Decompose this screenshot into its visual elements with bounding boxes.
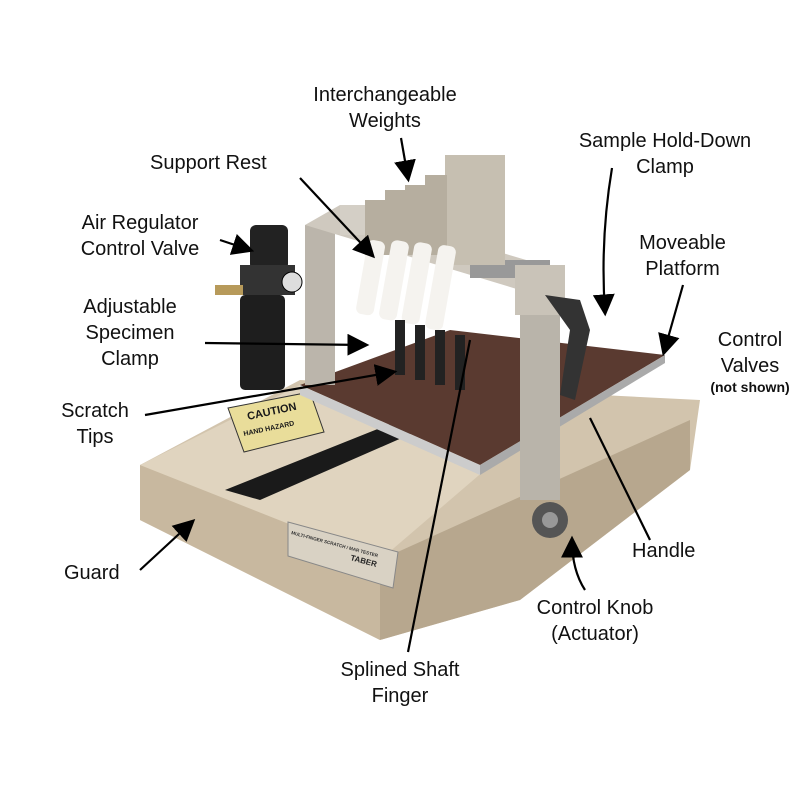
label-hold-down-clamp: Sample Hold-Down Clamp bbox=[565, 128, 765, 180]
support-rests-shape bbox=[356, 240, 465, 390]
label-scratch-tips: Scratch Tips bbox=[45, 398, 145, 450]
label-line: Finger bbox=[371, 685, 429, 707]
caution-label: CAUTION HAND HAZARD bbox=[227, 391, 325, 453]
label-control-knob: Control Knob (Actuator) bbox=[515, 595, 675, 647]
label-support-rest: Support Rest bbox=[150, 152, 267, 174]
label-specimen-clamp: Adjustable Specimen Clamp bbox=[65, 294, 195, 372]
label-line: Splined Shaft bbox=[340, 659, 460, 681]
label-splined-shaft: Splined Shaft Finger bbox=[320, 657, 480, 709]
label-guard: Guard bbox=[64, 562, 120, 584]
air-regulator-shape bbox=[215, 225, 303, 390]
label-line: Tips bbox=[76, 426, 114, 448]
label-line: Valves bbox=[720, 355, 780, 377]
label-line: Scratch bbox=[61, 400, 129, 422]
label-line: Specimen bbox=[85, 322, 175, 344]
label-line: Sample Hold-Down bbox=[578, 130, 752, 152]
label-control-valves: Control Valves (not shown) bbox=[700, 327, 800, 395]
label-line: Platform bbox=[645, 258, 720, 280]
label-note: (not shown) bbox=[710, 379, 790, 395]
label-moveable-platform: Moveable Platform bbox=[620, 230, 745, 282]
label-line: (Actuator) bbox=[551, 623, 639, 645]
label-line: Air Regulator bbox=[81, 212, 199, 234]
label-air-regulator: Air Regulator Control Valve bbox=[60, 210, 220, 262]
leader-lines bbox=[139, 137, 685, 653]
label-handle: Handle bbox=[632, 540, 696, 562]
handle-shape bbox=[545, 295, 590, 400]
model-plate: MULTI-FINGER SCRATCH / MAR TESTER TABER bbox=[287, 521, 399, 589]
label-line: Weights bbox=[349, 110, 421, 132]
label-line: Control Knob bbox=[536, 597, 654, 619]
label-line: Moveable bbox=[639, 232, 726, 254]
label-line: Adjustable bbox=[83, 296, 177, 318]
label-line: Control Valve bbox=[80, 238, 200, 260]
label-line: Clamp bbox=[101, 348, 159, 370]
label-line: Control bbox=[717, 329, 783, 351]
label-line: Interchangeable bbox=[313, 84, 457, 106]
weights-shape bbox=[365, 155, 505, 265]
label-interchangeable-weights: Interchangeable Weights bbox=[310, 82, 460, 134]
label-line: Clamp bbox=[636, 156, 694, 178]
